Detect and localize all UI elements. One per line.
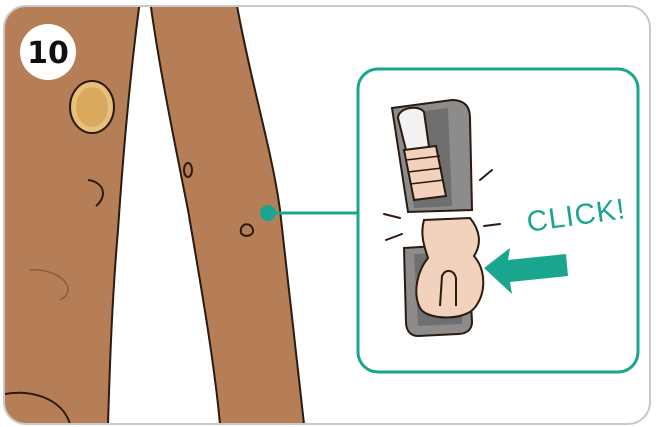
connector-plug (416, 218, 483, 318)
connection-dot-icon (260, 205, 276, 221)
step-number: 10 (27, 36, 69, 71)
